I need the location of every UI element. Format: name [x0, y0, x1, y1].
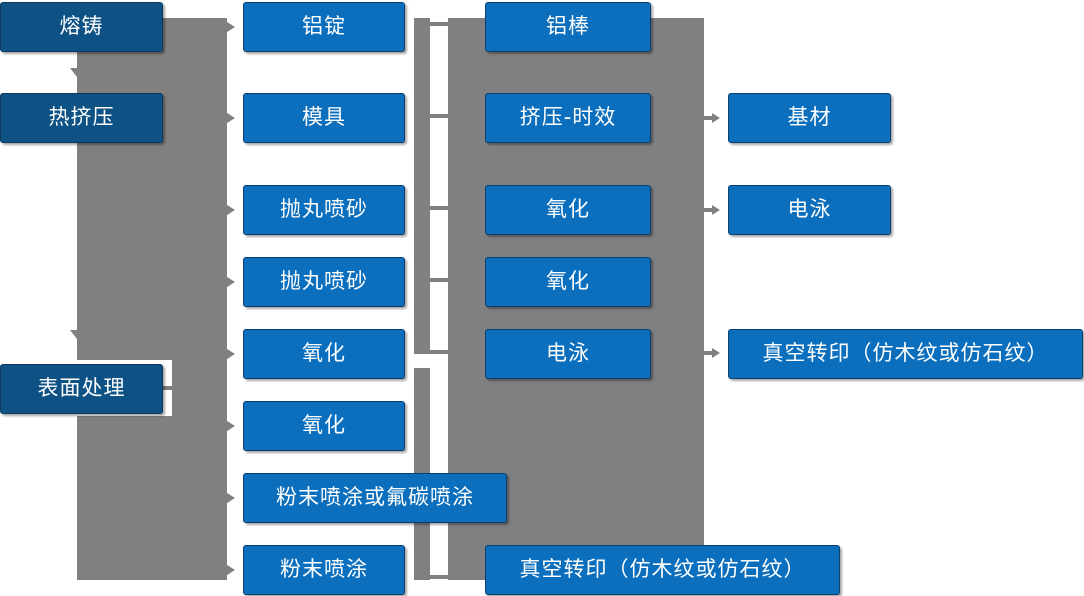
node-jicai[interactable]: 基材: [728, 93, 891, 143]
node-yanghua-1[interactable]: 氧化: [243, 329, 405, 379]
node-lubang[interactable]: 铝棒: [485, 2, 651, 52]
arrow-right-icon-row-4: [224, 275, 235, 289]
node-muju[interactable]: 模具: [243, 93, 405, 143]
chevron-down-icon-2: [70, 330, 84, 339]
node-biaomianchuli[interactable]: 表面处理: [0, 364, 163, 414]
arrow-shaft-dianyong: [700, 208, 714, 212]
node-label: 熔铸: [59, 14, 104, 39]
node-rongzhu[interactable]: 熔铸: [0, 2, 163, 52]
node-label: 氧化: [302, 413, 346, 438]
node-label: 抛丸喷砂: [280, 269, 368, 294]
connector-rung-2: [428, 114, 450, 118]
arrow-right-icon-dianyong: [712, 205, 720, 215]
node-zhenkongzhuanyin-bottom[interactable]: 真空转印（仿木纹或仿石纹）: [485, 545, 840, 595]
arrow-right-icon-row-5: [224, 347, 235, 361]
connector-stub-surface-treatment: [163, 386, 183, 390]
connector-rung-4: [428, 278, 450, 282]
arrow-shaft-zhenkong: [700, 351, 714, 355]
node-label: 铝棒: [546, 14, 590, 39]
arrow-right-icon-row-6: [224, 419, 235, 433]
node-fenmopentu-huotan[interactable]: 粉末喷涂或氟碳喷涂: [243, 473, 507, 523]
arrow-right-icon-row-8: [224, 563, 235, 577]
node-paowanpensha-1[interactable]: 抛丸喷砂: [243, 185, 405, 235]
connector-rung-3: [428, 206, 450, 210]
arrow-right-icon-jicai: [712, 113, 720, 123]
node-label: 氧化: [546, 197, 590, 222]
connector-rail-left: [414, 18, 430, 354]
node-label: 表面处理: [37, 376, 126, 401]
node-dianyong-1[interactable]: 电泳: [485, 329, 651, 379]
node-luding[interactable]: 铝锭: [243, 2, 405, 52]
node-dianyong-2[interactable]: 电泳: [728, 185, 891, 235]
node-label: 挤压-时效: [519, 105, 617, 130]
arrow-right-icon-row-3: [224, 203, 235, 217]
connector-rung-5: [428, 350, 450, 354]
node-paowanpensha-2[interactable]: 抛丸喷砂: [243, 257, 405, 307]
arrow-right-icon-zhenkong: [712, 348, 720, 358]
node-yanghua-2[interactable]: 氧化: [243, 401, 405, 451]
node-label: 真空转印（仿木纹或仿石纹）: [762, 341, 1049, 366]
arrow-shaft-jicai: [700, 116, 714, 120]
node-yanghua-4[interactable]: 氧化: [485, 257, 651, 307]
node-label: 氧化: [546, 269, 590, 294]
chevron-down-icon-1: [70, 68, 84, 77]
node-label: 抛丸喷砂: [280, 197, 368, 222]
node-label: 粉末喷涂或氟碳喷涂: [276, 485, 474, 510]
node-label: 热挤压: [48, 105, 115, 130]
arrow-right-icon-row-2: [224, 111, 235, 125]
arrow-right-icon-row-1: [224, 20, 235, 34]
node-zhenkongzhuanyin-right[interactable]: 真空转印（仿木纹或仿石纹）: [728, 329, 1083, 379]
node-label: 真空转印（仿木纹或仿石纹）: [519, 557, 806, 582]
node-jiya-shixiao[interactable]: 挤压-时效: [485, 93, 651, 143]
node-label: 粉末喷涂: [280, 557, 368, 582]
node-label: 铝锭: [302, 14, 346, 39]
node-label: 氧化: [302, 341, 346, 366]
node-yanghua-3[interactable]: 氧化: [485, 185, 651, 235]
node-label: 电泳: [546, 341, 590, 366]
node-rejiya[interactable]: 热挤压: [0, 93, 163, 143]
node-label: 基材: [787, 105, 832, 130]
node-label: 电泳: [787, 197, 832, 222]
node-fenmopentu[interactable]: 粉末喷涂: [243, 545, 405, 595]
node-label: 模具: [302, 105, 346, 130]
arrow-right-icon-row-7: [224, 491, 235, 505]
connector-rung-6: [428, 575, 450, 579]
connector-rung-1: [428, 22, 450, 26]
